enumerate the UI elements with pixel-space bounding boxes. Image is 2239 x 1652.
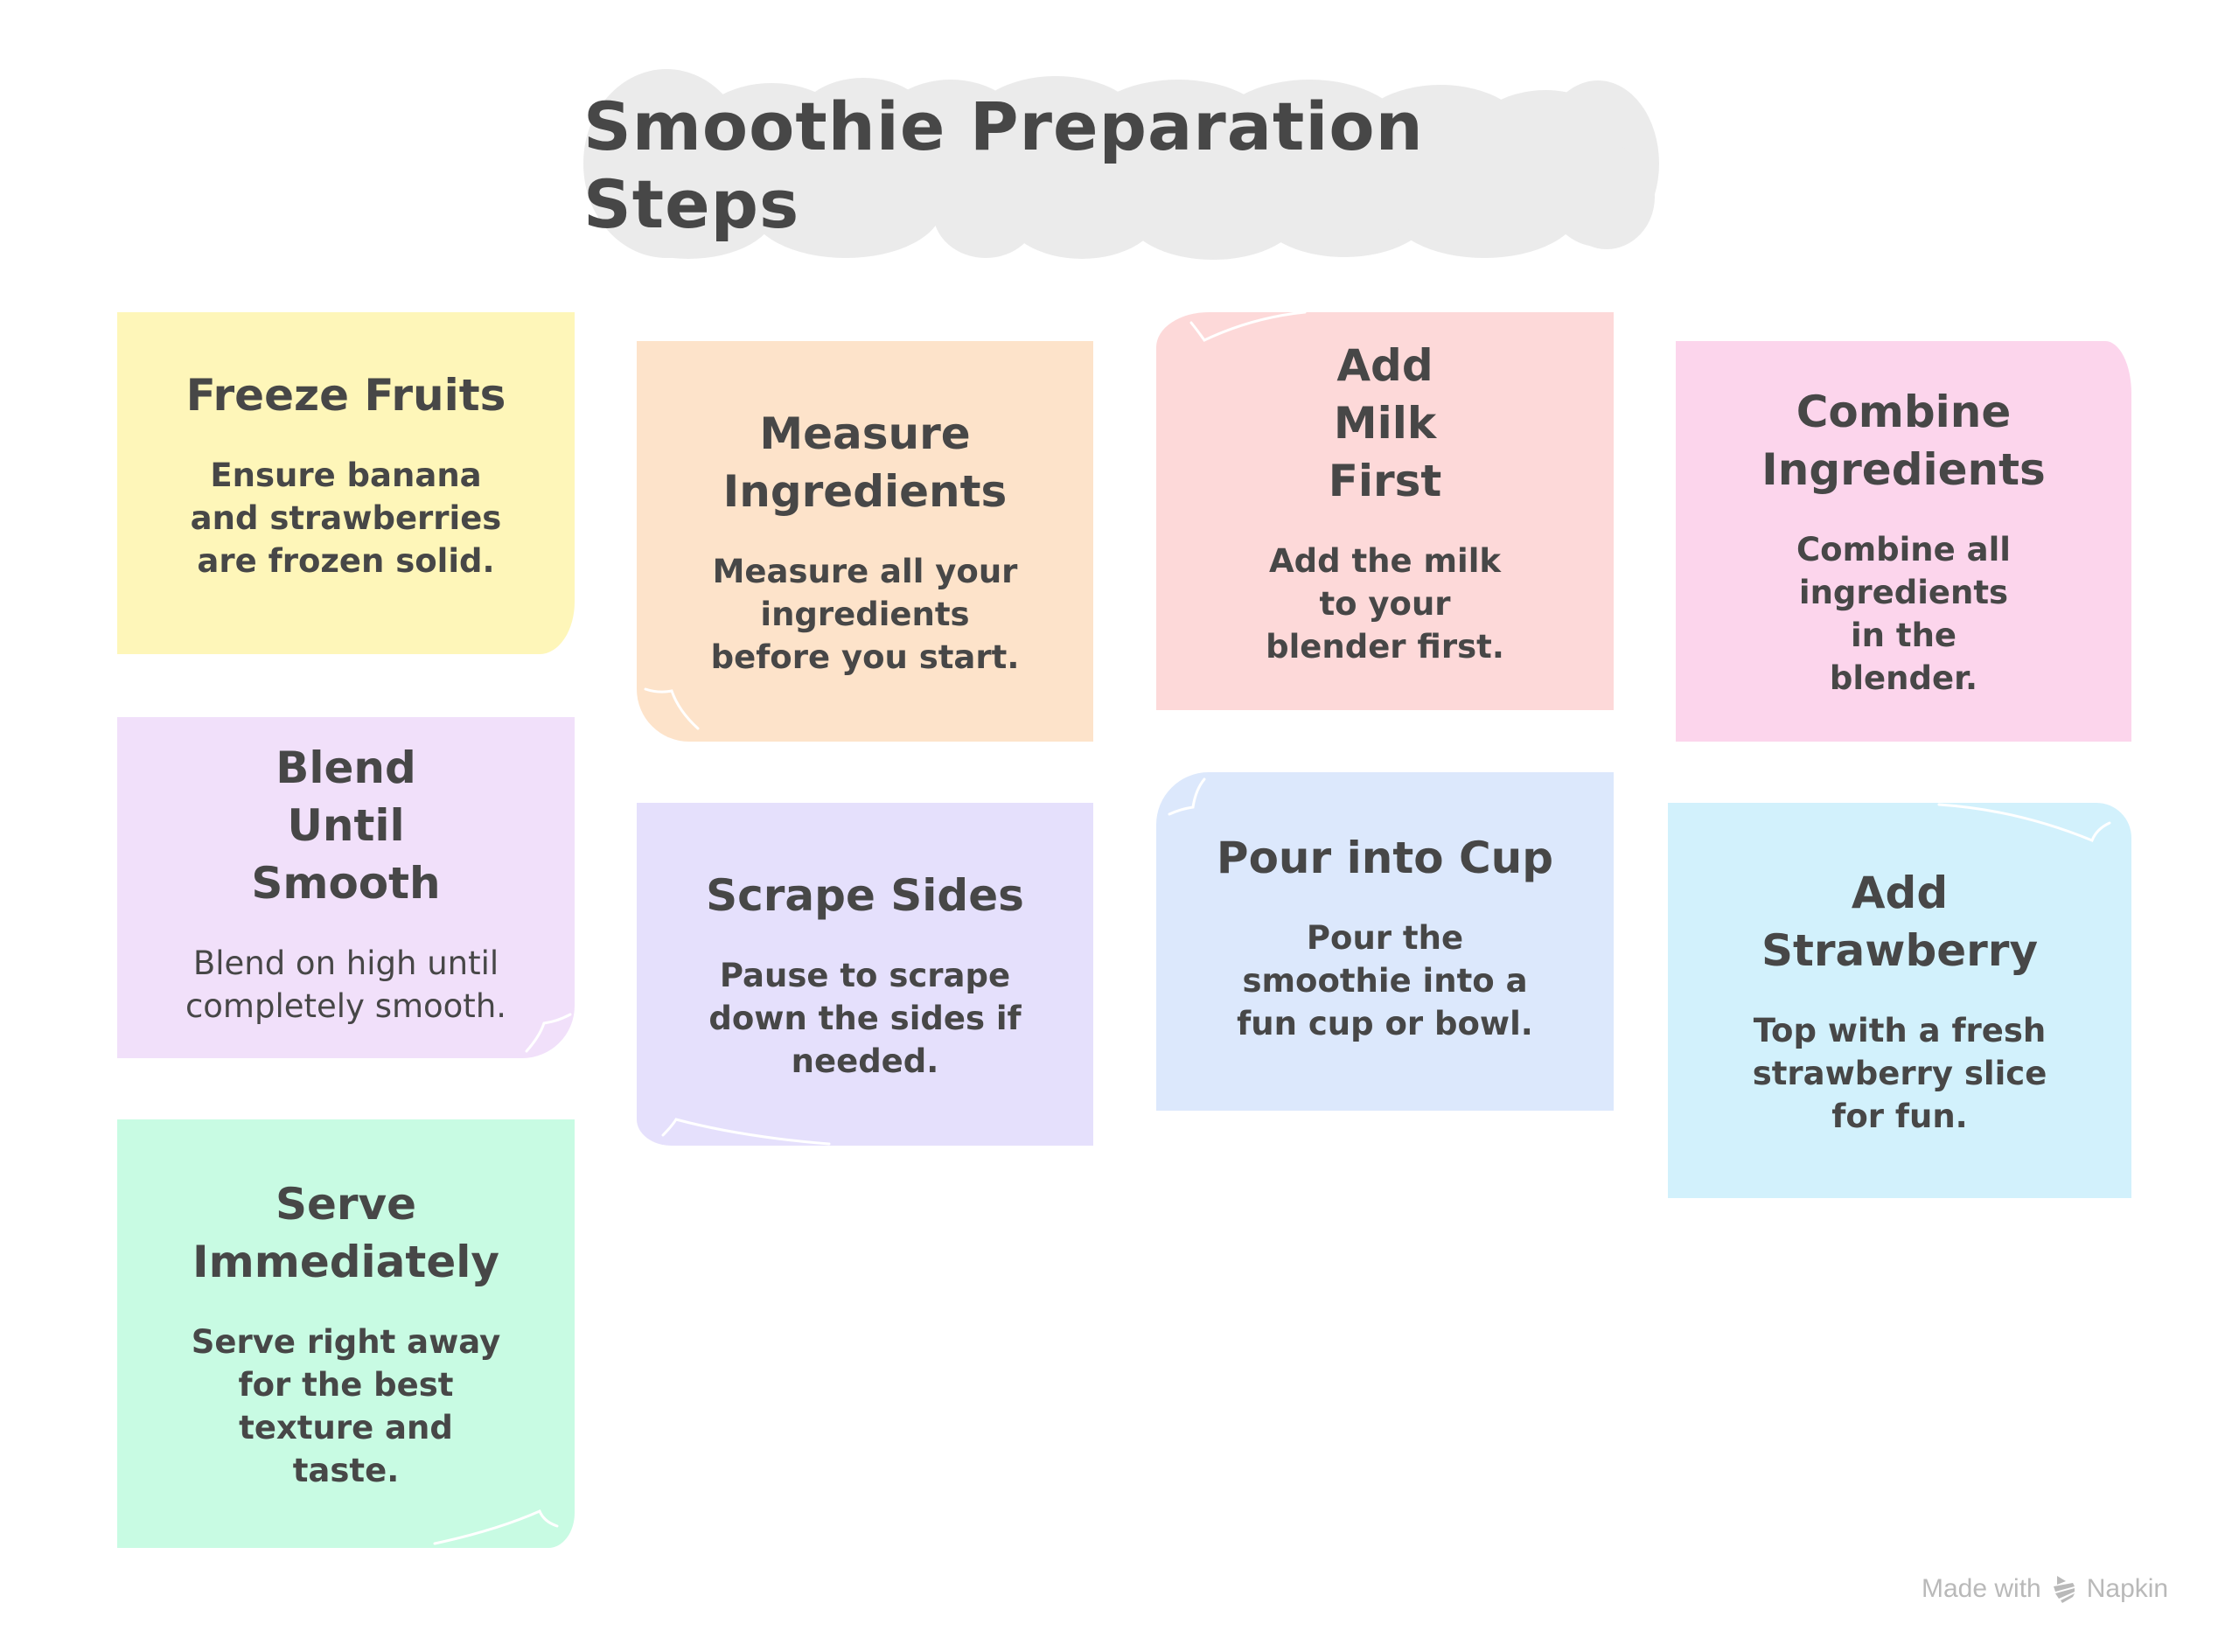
step-card-add-milk-first: Add Milk First Add the milk to your blen… — [1156, 310, 1614, 710]
step-description: Ensure banana and strawberries are froze… — [190, 457, 502, 580]
step-card-scrape-sides: Scrape Sides Pause to scrape down the si… — [637, 803, 1093, 1146]
step-title: Serve Immediately — [192, 1179, 499, 1287]
step-description: Add the milk to your blender first. — [1266, 542, 1504, 666]
step-description: Pause to scrape down the sides if needed… — [708, 956, 1022, 1080]
step-card-combine-ingredients: Combine Ingredients Combine all ingredie… — [1676, 341, 2131, 742]
cloud-shape-icon — [583, 69, 1659, 260]
footer-made-with: Made with — [1922, 1574, 2041, 1603]
page-curl-icon — [644, 687, 700, 730]
step-description: Pour the smoothie into a fun cup or bowl… — [1237, 919, 1533, 1042]
page-curl-icon — [433, 1509, 559, 1545]
step-card-measure-ingredients: Measure Ingredients Measure all your ing… — [637, 341, 1093, 742]
page-curl-icon — [1168, 777, 1206, 816]
step-description: Measure all your ingredients before you … — [710, 552, 1020, 676]
step-title: Add Strawberry — [1761, 867, 2039, 976]
page-curl-icon — [661, 1118, 831, 1146]
step-card-pour-into-cup: Pour into Cup Pour the smoothie into a f… — [1156, 772, 1614, 1111]
page-title: Smoothie Preparation Steps — [583, 87, 1424, 243]
step-card-freeze-fruits: Freeze Fruits Ensure banana and strawber… — [117, 312, 575, 654]
step-title: Freeze Fruits — [185, 370, 506, 421]
step-description: Serve right away for the best texture an… — [191, 1323, 501, 1489]
step-title: Add Milk First — [1328, 340, 1442, 506]
step-title: Measure Ingredients — [722, 408, 1008, 517]
step-title: Pour into Cup — [1216, 833, 1554, 883]
page-curl-icon — [1189, 310, 1307, 342]
step-title: Blend Until Smooth — [251, 742, 441, 909]
page-curl-icon — [525, 1013, 572, 1053]
step-description: Combine all ingredients in the blender. — [1796, 531, 2011, 697]
title-cloud: Smoothie Preparation Steps — [583, 66, 1659, 261]
step-description: Blend on high until completely smooth. — [185, 944, 507, 1025]
footer-brand: Napkin — [2086, 1574, 2169, 1603]
step-card-add-strawberry: Add Strawberry Top with a fresh strawber… — [1668, 803, 2131, 1198]
step-card-blend-until-smooth: Blend Until Smooth Blend on high until c… — [117, 717, 575, 1058]
step-title: Scrape Sides — [706, 869, 1024, 921]
napkin-logo-icon — [2053, 1576, 2075, 1603]
step-card-serve-immediately: Serve Immediately Serve right away for t… — [117, 1119, 575, 1548]
step-description: Top with a fresh strawberry slice for fu… — [1752, 1011, 2047, 1135]
made-with-napkin-watermark: Made with Napkin — [1922, 1574, 2168, 1604]
page-curl-icon — [1937, 803, 2111, 842]
step-title: Combine Ingredients — [1761, 387, 2046, 495]
